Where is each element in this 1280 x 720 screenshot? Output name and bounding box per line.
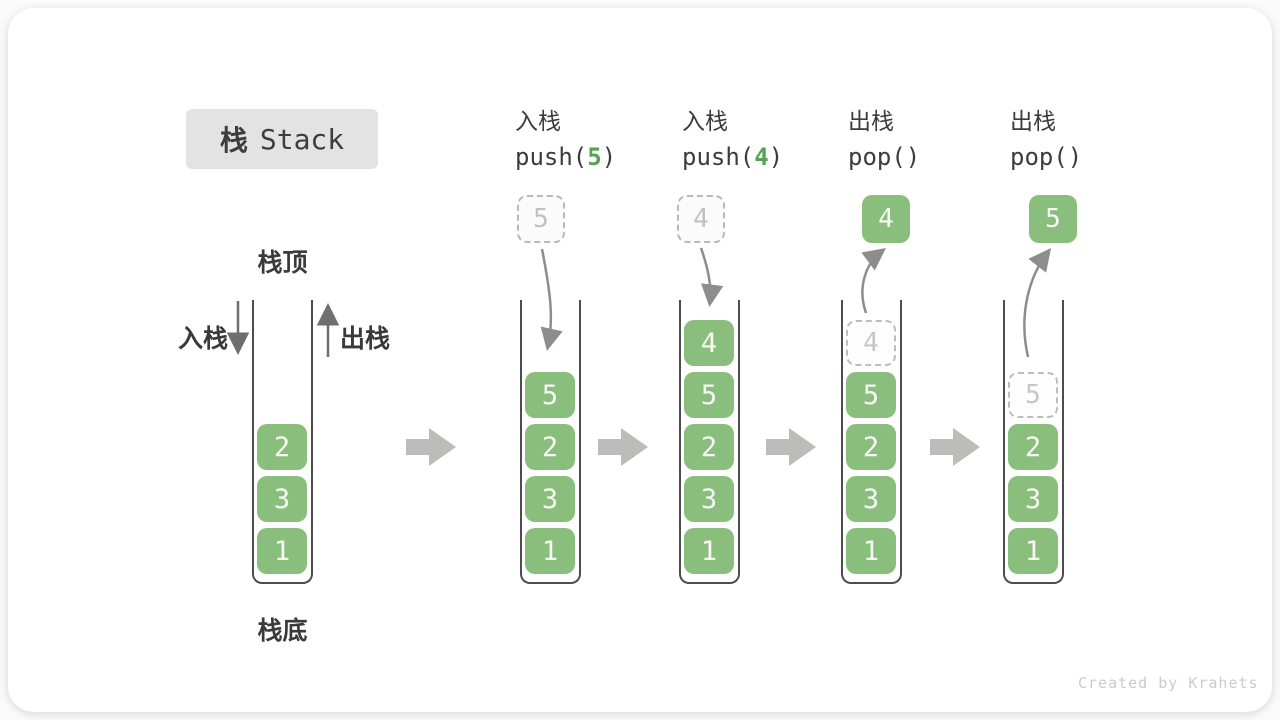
op-code-suffix: ) — [1067, 143, 1083, 171]
push-side-label: 入栈 — [178, 325, 229, 353]
op-name: 出栈 — [848, 108, 894, 134]
stack-item: 2 — [525, 424, 575, 470]
stack-item: 3 — [525, 476, 575, 522]
op-code-suffix: ) — [768, 143, 784, 171]
op-code: push(5) — [515, 139, 616, 175]
stack-item: 1 — [684, 528, 734, 574]
op-code-arg: 4 — [754, 143, 769, 171]
op-code: pop() — [848, 139, 920, 175]
stack-item: 1 — [257, 528, 307, 574]
stack-bottom-label: 栈底 — [257, 617, 308, 645]
op-code-prefix: push( — [682, 143, 755, 171]
incoming-item-box: 4 — [677, 195, 725, 243]
stack-item: 3 — [846, 476, 896, 522]
title-zh: 栈 — [219, 125, 248, 156]
stack-item: 1 — [846, 528, 896, 574]
popped-slot-box: 4 — [846, 320, 896, 366]
popped-slot-box: 5 — [1008, 372, 1058, 418]
stack-item: 5 — [525, 372, 575, 418]
op-caption-push4: 入栈 push(4) — [682, 103, 783, 175]
stack-item: 1 — [1008, 528, 1058, 574]
op-code-prefix: pop( — [1010, 143, 1068, 171]
stack-top-label: 栈顶 — [257, 249, 308, 277]
op-name: 入栈 — [515, 108, 561, 134]
op-code: pop() — [1010, 139, 1082, 175]
stack-item: 2 — [846, 424, 896, 470]
stack-item: 5 — [684, 372, 734, 418]
op-name: 出栈 — [1010, 108, 1056, 134]
op-code-prefix: pop( — [848, 143, 906, 171]
op-caption-push5: 入栈 push(5) — [515, 103, 616, 175]
outgoing-item-box: 4 — [862, 195, 910, 243]
op-code-suffix: ) — [601, 143, 617, 171]
op-name: 入栈 — [682, 108, 728, 134]
op-code-suffix: ) — [905, 143, 921, 171]
op-caption-pop2: 出栈 pop() — [1010, 103, 1082, 175]
stack-item: 3 — [1008, 476, 1058, 522]
outgoing-item-box: 5 — [1029, 195, 1077, 243]
stack-item: 5 — [846, 372, 896, 418]
stack-item: 4 — [684, 320, 734, 366]
watermark: Created by Krahets — [1078, 674, 1259, 692]
stack-item: 2 — [1008, 424, 1058, 470]
pop-side-label: 出栈 — [340, 325, 391, 353]
stack-item: 2 — [684, 424, 734, 470]
diagram-title: 栈 Stack — [186, 109, 378, 169]
op-code-prefix: push( — [515, 143, 588, 171]
stack-item: 3 — [257, 476, 307, 522]
stack-item: 2 — [257, 424, 307, 470]
op-code-arg: 5 — [587, 143, 602, 171]
incoming-item-box: 5 — [517, 195, 565, 243]
stack-item: 3 — [684, 476, 734, 522]
stack-item: 1 — [525, 528, 575, 574]
op-code: push(4) — [682, 139, 783, 175]
title-en: Stack — [259, 122, 345, 156]
op-caption-pop1: 出栈 pop() — [848, 103, 920, 175]
